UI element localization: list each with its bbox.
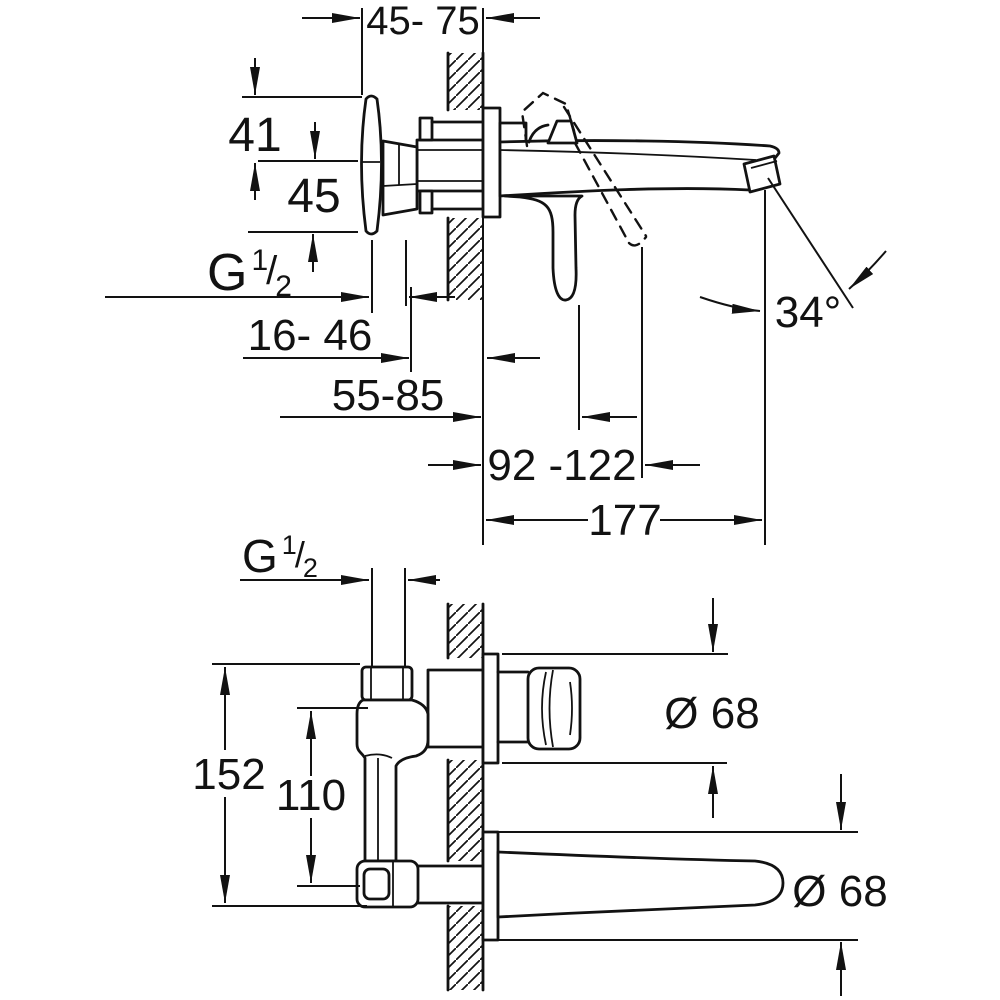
handle-hub — [381, 139, 419, 217]
dim-dia-spout-ext — [498, 831, 858, 941]
dim-16-46: 16- 46 — [243, 287, 540, 372]
lever-wedge-closed — [546, 119, 579, 145]
spout-front — [481, 830, 785, 942]
dim-55-85-label: 55-85 — [332, 371, 445, 420]
stop-tab-bottom — [418, 189, 434, 215]
dim-dia-handle-ext — [502, 653, 728, 764]
handle-stem — [496, 670, 530, 744]
thread-numerator-2: 1 — [282, 530, 297, 560]
union-nut-facets — [370, 667, 404, 700]
body-casting-lines — [364, 753, 393, 861]
dim-dia-handle-label: Ø 68 — [664, 689, 759, 738]
wall-section-front — [446, 602, 485, 992]
angle-arrow-left — [699, 296, 761, 314]
dim-45: 45 — [248, 122, 358, 272]
handle-knob-profile — [360, 94, 383, 236]
dim-55-85: 55-85 — [280, 305, 637, 430]
dim-92-122-label: 92 -122 — [487, 441, 636, 490]
dim-depth-label: 45- 75 — [366, 0, 479, 43]
dim-thread-front-ext — [371, 568, 406, 666]
dim-thread-ext — [371, 240, 407, 313]
dim-110: 110 — [276, 707, 368, 887]
valve-cylinder — [415, 138, 485, 193]
spout-rosette-edge — [481, 830, 500, 942]
concealed-valve-body — [360, 94, 485, 236]
wall-hatch-3 — [448, 906, 483, 990]
outlet-elbow-inner — [362, 867, 391, 901]
spout-body-front — [496, 850, 785, 919]
dim-41: 41 — [228, 58, 362, 200]
union-nut-top — [360, 665, 414, 702]
wall-hatch-1 — [448, 604, 483, 658]
dim-41-ext — [242, 96, 362, 162]
thread-g-2: G — [242, 530, 278, 582]
dim-spout-angle: 34° — [699, 177, 887, 545]
lever-open-position — [520, 91, 648, 247]
valve-cylinder-front — [426, 668, 485, 749]
thread-slash-2: / — [295, 534, 305, 575]
dim-152-ext — [212, 663, 367, 907]
thread-slash: / — [266, 249, 278, 293]
thread-denominator: 2 — [275, 270, 292, 303]
lever-pivot-housing — [498, 121, 528, 145]
dim-dia-handle: Ø 68 — [502, 598, 760, 818]
dim-16-46-label: 16- 46 — [248, 311, 373, 360]
valve-body-front — [355, 665, 485, 909]
handle-hub-lines — [382, 144, 418, 187]
dim-152: 152 — [192, 663, 367, 907]
dim-152-label: 152 — [192, 750, 265, 799]
dim-110-label: 110 — [276, 771, 346, 820]
dim-177-label: 177 — [588, 496, 661, 545]
supply-pipes — [430, 120, 485, 211]
body-casting — [355, 698, 430, 863]
wall-plate-side — [481, 106, 502, 219]
wall-section-side — [446, 8, 485, 545]
wall-hatch-upper — [448, 53, 483, 110]
spout-supply-pipe — [416, 864, 485, 905]
dim-dia-spout: Ø 68 — [498, 774, 888, 996]
handle-front — [481, 652, 582, 765]
thread-numerator: 1 — [251, 244, 268, 277]
angle-arrow-right — [848, 250, 887, 290]
handle-body-front — [526, 666, 582, 751]
angle-label: 34° — [775, 288, 842, 337]
dim-177: 177 — [486, 496, 762, 545]
spout-inner-line — [499, 149, 757, 161]
dim-depth-range: 45- 75 — [302, 0, 540, 95]
dim-dia-spout-label: Ø 68 — [792, 867, 887, 916]
aerator-inner-line — [750, 160, 778, 169]
stop-tab-top — [418, 116, 434, 142]
lever-open-arm-dashed — [562, 105, 648, 247]
dim-45-label: 45 — [287, 170, 340, 223]
dim-110-ext — [297, 707, 368, 887]
handle-body-arcs — [541, 669, 573, 748]
spout-outline — [498, 139, 781, 198]
wall-hatch-2 — [448, 760, 483, 861]
handle-rosette-edge — [481, 652, 500, 765]
dim-41-label: 41 — [228, 109, 281, 162]
angle-ref-diagonal — [767, 177, 854, 309]
thread-denominator-2: 2 — [303, 553, 318, 583]
spout-assembly — [481, 106, 782, 302]
wall-hatch-lower — [448, 218, 483, 300]
dim-92-122: 92 -122 — [428, 247, 700, 490]
thread-g: G — [207, 244, 247, 302]
lever-pivot-dome — [527, 123, 550, 144]
valve-cylinder-lines — [417, 149, 483, 182]
lever-handle-closed — [503, 194, 584, 302]
